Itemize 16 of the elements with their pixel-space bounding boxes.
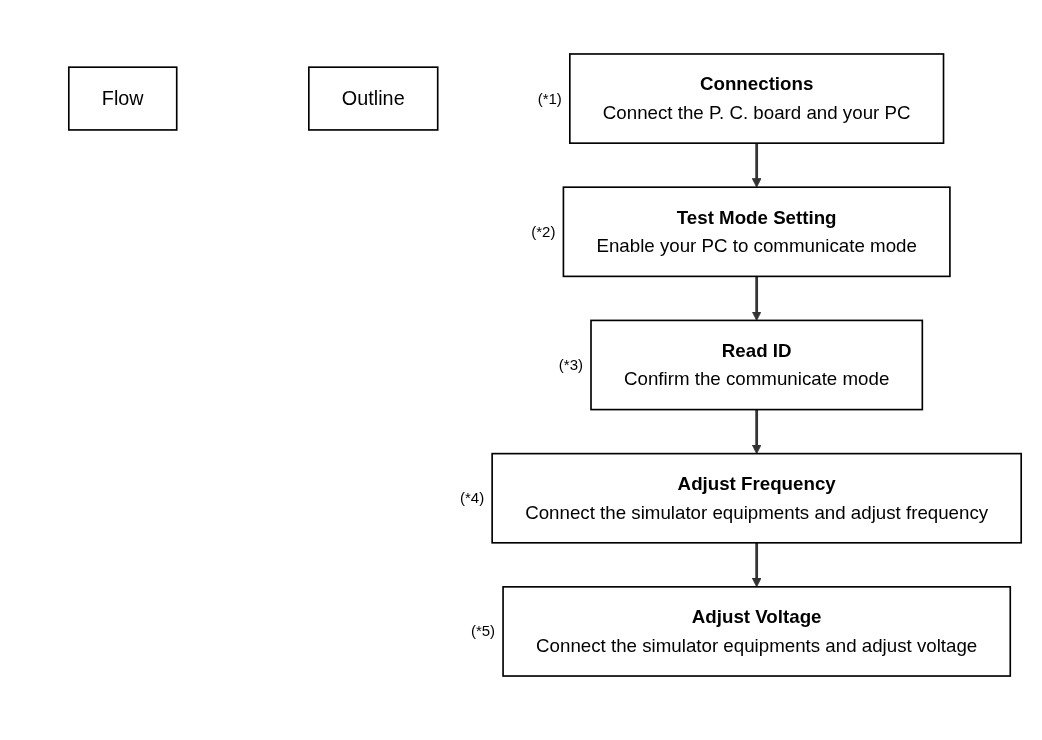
- step-number: (*1): [537, 89, 562, 107]
- node-box: Outline: [308, 66, 439, 131]
- node-box: Adjust Voltage Connect the simulator equipments and adjust voltage: [502, 586, 1012, 677]
- step-number: (*4): [459, 489, 485, 507]
- arrow: [751, 409, 762, 455]
- node-box: Test Mode Setting Enable your PC to communicate mode: [562, 186, 951, 278]
- node-box: Read ID Confirm the communicate mode: [590, 319, 924, 411]
- arrow: [751, 542, 762, 588]
- arrow: [751, 276, 762, 321]
- step-number: (*5): [470, 622, 496, 640]
- step-number: (*3): [558, 356, 583, 373]
- step-number: (*2): [531, 222, 556, 240]
- arrow: [751, 143, 762, 188]
- node-box: Flow: [68, 66, 178, 131]
- node-box: Connections Connect the P. C. board and your PC: [569, 53, 945, 144]
- node-box: Adjust Frequency Connect the simulator equipments and adjust frequency: [491, 452, 1022, 544]
